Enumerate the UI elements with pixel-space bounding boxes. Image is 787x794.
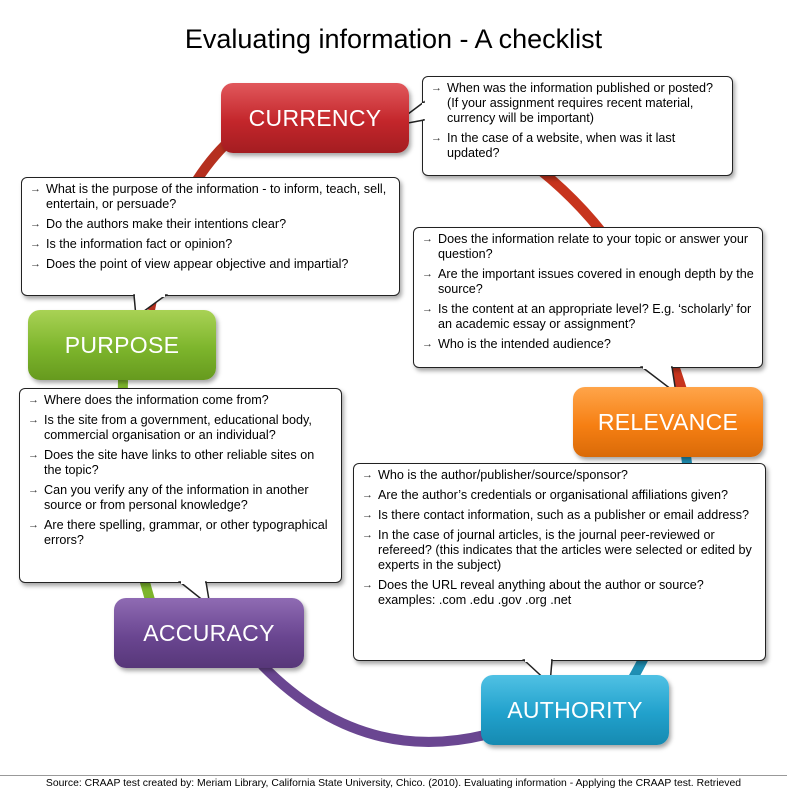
accuracy-callout: →Where does the information come from? →… bbox=[19, 388, 342, 583]
source-citation: Source: CRAAP test created by: Meriam Li… bbox=[0, 775, 787, 789]
currency-callout: →When was the information published or p… bbox=[422, 76, 733, 176]
arrow-right-icon: → bbox=[422, 268, 433, 280]
arrow-right-icon: → bbox=[28, 394, 39, 406]
accuracy-pill: ACCURACY bbox=[114, 598, 304, 668]
list-item: →Are there spelling, grammar, or other t… bbox=[28, 518, 328, 547]
list-item: →Does the URL reveal anything about the … bbox=[362, 578, 704, 607]
arrow-right-icon: → bbox=[431, 82, 442, 94]
authority-callout: →Who is the author/publisher/source/spon… bbox=[353, 463, 766, 661]
page-title: Evaluating information - A checklist bbox=[184, 24, 603, 54]
arrow-right-icon: → bbox=[28, 414, 39, 426]
list-item: →In the case of a website, when was it l… bbox=[431, 131, 676, 160]
purpose-pill: PURPOSE bbox=[28, 310, 216, 380]
list-item: →Who is the author/publisher/source/spon… bbox=[362, 468, 628, 482]
relevance-callout-tail bbox=[639, 366, 678, 395]
list-item: →Is the information fact or opinion? bbox=[30, 237, 233, 251]
relevance-callout: →Does the information relate to your top… bbox=[413, 227, 763, 368]
arrow-right-icon: → bbox=[30, 258, 41, 270]
arrow-right-icon: → bbox=[28, 519, 39, 531]
list-item: →Can you verify any of the information i… bbox=[28, 483, 309, 512]
list-item: →What is the purpose of the information … bbox=[30, 182, 387, 211]
list-item: →Does the point of view appear objective… bbox=[30, 257, 349, 271]
list-item: →Does the information relate to your top… bbox=[422, 232, 749, 261]
purpose-callout: →What is the purpose of the information … bbox=[21, 177, 400, 296]
list-item: →Do the authors make their intentions cl… bbox=[30, 217, 287, 231]
arrow-right-icon: → bbox=[362, 469, 373, 481]
arrow-right-icon: → bbox=[362, 529, 373, 541]
list-item: →Are the important issues covered in eno… bbox=[422, 267, 754, 296]
list-item: →In the case of journal articles, is the… bbox=[362, 528, 752, 572]
list-item: →Is the site from a government, educatio… bbox=[28, 413, 312, 442]
arrow-right-icon: → bbox=[28, 449, 39, 461]
arrow-right-icon: → bbox=[422, 233, 433, 245]
arrow-right-icon: → bbox=[422, 338, 433, 350]
list-item: →Does the site have links to other relia… bbox=[28, 448, 315, 477]
arrow-right-icon: → bbox=[30, 238, 41, 250]
arrow-right-icon: → bbox=[431, 132, 442, 144]
list-item: →Who is the intended audience? bbox=[422, 337, 611, 351]
list-item: →When was the information published or p… bbox=[431, 81, 714, 125]
arrow-right-icon: → bbox=[30, 218, 41, 230]
arrow-right-icon: → bbox=[28, 484, 39, 496]
arrow-right-icon: → bbox=[362, 509, 373, 521]
arrow-right-icon: → bbox=[30, 183, 41, 195]
list-item: →Where does the information come from? bbox=[28, 393, 269, 407]
arrow-right-icon: → bbox=[422, 303, 433, 315]
currency-pill: CURRENCY bbox=[221, 83, 409, 153]
authority-pill: AUTHORITY bbox=[481, 675, 669, 745]
arrow-right-icon: → bbox=[362, 489, 373, 501]
arrow-right-icon: → bbox=[362, 579, 373, 591]
list-item: →Are the author’s credentials or organis… bbox=[362, 488, 729, 502]
relevance-pill: RELEVANCE bbox=[573, 387, 763, 457]
list-item: →Is the content at an appropriate level?… bbox=[422, 302, 752, 331]
ring-segment-authority-accuracy bbox=[258, 661, 487, 747]
list-item: →Is there contact information, such as a… bbox=[362, 508, 750, 522]
